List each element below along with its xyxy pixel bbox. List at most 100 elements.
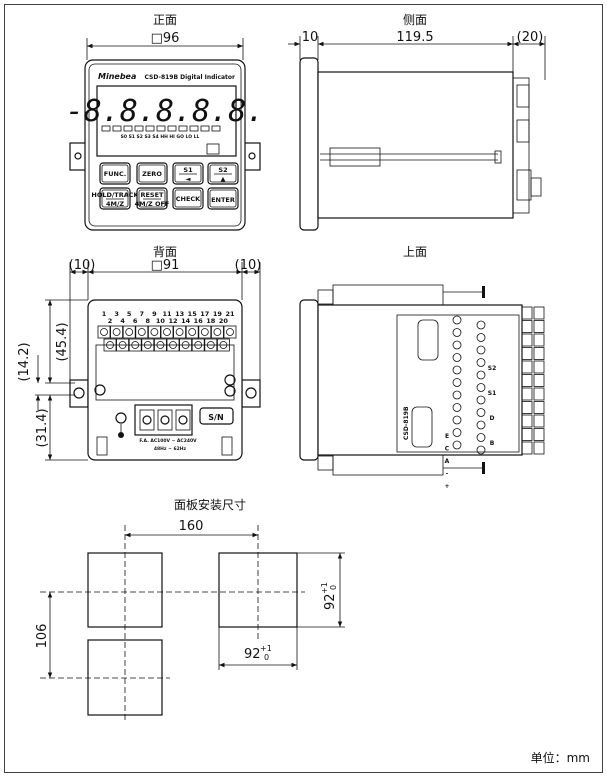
back-view-title: 背面: [153, 245, 177, 259]
cutout-height-tol-lower: 0: [329, 585, 338, 590]
front-key-7[interactable]: CHECK: [172, 187, 204, 210]
top-terminal-label: S2: [488, 365, 497, 372]
brand-logo: Minebea: [98, 72, 136, 81]
ground-screw: [115, 412, 127, 424]
terminal-number: 14: [181, 317, 191, 325]
key-label-top: RESET: [140, 191, 164, 199]
cutout-width: 92: [244, 647, 261, 662]
side-dim-bezel: 10: [302, 30, 319, 45]
key-label-bottom: ▲: [221, 175, 226, 183]
front-key-2[interactable]: ZERO: [136, 162, 168, 185]
back-panel: [87, 299, 243, 461]
terminal-number: 1: [102, 310, 107, 318]
back-dim-right: (10): [235, 258, 262, 273]
terminal-number: 18: [206, 317, 216, 325]
indicator-led: [189, 125, 199, 132]
side-view: 侧面 10 119.5 (20): [288, 13, 546, 231]
top-terminal-label: E: [445, 433, 449, 440]
cutout-height: 92: [323, 593, 338, 610]
terminal-number: 2: [108, 317, 113, 325]
top-terminal-label: A: [445, 458, 450, 465]
side-bezel: [299, 57, 319, 231]
key-label-bottom: ◄: [186, 175, 191, 183]
indicator-window: [206, 143, 220, 155]
key-label-bottom: 4M/Z OFF: [135, 200, 170, 208]
terminal-number: 5: [127, 310, 132, 318]
terminal-screw: [163, 328, 171, 336]
terminal-number: 16: [194, 317, 204, 325]
cutout-width-tol-lower: 0: [264, 653, 269, 662]
indicator-led: [145, 125, 155, 132]
key-label-bottom: ENTER: [211, 196, 235, 204]
key-label-bottom: 4M/Z: [106, 200, 124, 208]
cutout-height-tol-upper: +1: [320, 582, 329, 594]
terminal-number: 8: [146, 317, 151, 325]
cutout-square-top-right: [218, 552, 298, 628]
wiring-label: [396, 314, 520, 453]
key-label-top: ZERO: [142, 170, 162, 178]
front-key-1[interactable]: FUNC.: [99, 162, 131, 185]
top-terminal-label: D: [490, 415, 495, 422]
terminal-screw: [175, 328, 184, 336]
front-view: 正面 □96 Minebea CSD-819B Digital Indicato…: [66, 13, 265, 231]
terminal-number: 10: [156, 317, 166, 325]
side-view-title: 侧面: [403, 13, 427, 27]
indicator-led: [123, 125, 133, 132]
back-dim-lower: (31.4): [35, 408, 50, 447]
top-body: [317, 304, 523, 456]
back-dim-middle: (14.2): [17, 342, 32, 381]
seven-segment-display: -8.8.8.8.8.: [66, 94, 265, 129]
back-cover-plate: [95, 344, 235, 401]
indicator-led: [178, 125, 188, 132]
top-terminal-label: S1: [488, 390, 497, 397]
unit-label: 单位：mm: [531, 750, 590, 765]
serial-number-plate: [199, 407, 234, 425]
terminal-screw: [112, 328, 121, 336]
terminal-number: 15: [188, 310, 198, 318]
terminal-screw: [226, 328, 234, 336]
panel-cutout-view: 面板安装尺寸 160 106 92 +1 0 92 +1 0: [35, 497, 345, 720]
cutout-square-top-left: [87, 552, 163, 628]
terminal-number: 21: [225, 310, 235, 318]
display-window: [96, 85, 237, 157]
key-label-top: FUNC.: [104, 170, 126, 178]
front-key-8[interactable]: ENTER: [207, 187, 239, 210]
terminal-screw: [150, 328, 159, 336]
side-dim-depth: 119.5: [396, 30, 433, 45]
indicator-led: [167, 125, 177, 132]
frame-border: [4, 4, 603, 773]
indicator-led: [134, 125, 144, 132]
top-terminal-label: +: [444, 483, 449, 490]
back-dim-left: (10): [69, 258, 96, 273]
terminal-screw: [200, 328, 209, 336]
front-key-4[interactable]: S2▲: [207, 162, 239, 185]
indicator-led: [156, 125, 166, 132]
terminal-number: 19: [213, 310, 223, 318]
indicator-led: [211, 125, 221, 132]
indicator-labels: S0 S1 S2 S3 S4 HH HI GO LO LL: [121, 134, 200, 140]
terminal-number: 3: [114, 310, 119, 318]
indicator-led: [101, 125, 111, 132]
top-view-title: 上面: [403, 245, 427, 259]
power-terminal-block: [134, 404, 193, 436]
front-key-3[interactable]: S1◄: [172, 162, 204, 185]
terminal-number: 13: [175, 310, 184, 318]
terminal-number: 4: [120, 317, 125, 325]
power-spec-voltage: F.A. AC100V ~ AC240V: [139, 438, 197, 444]
key-label-top: S1: [183, 166, 193, 174]
indicator-led: [112, 125, 122, 132]
terminal-number: 9: [152, 310, 157, 318]
key-label-top: S2: [218, 166, 227, 174]
terminal-number: 12: [168, 317, 177, 325]
back-dim-width: □91: [151, 258, 180, 273]
back-dim-upper: (45.4): [55, 322, 70, 361]
terminal-number: 7: [140, 310, 145, 318]
terminal-number: 6: [133, 317, 138, 325]
side-body: [317, 71, 514, 219]
